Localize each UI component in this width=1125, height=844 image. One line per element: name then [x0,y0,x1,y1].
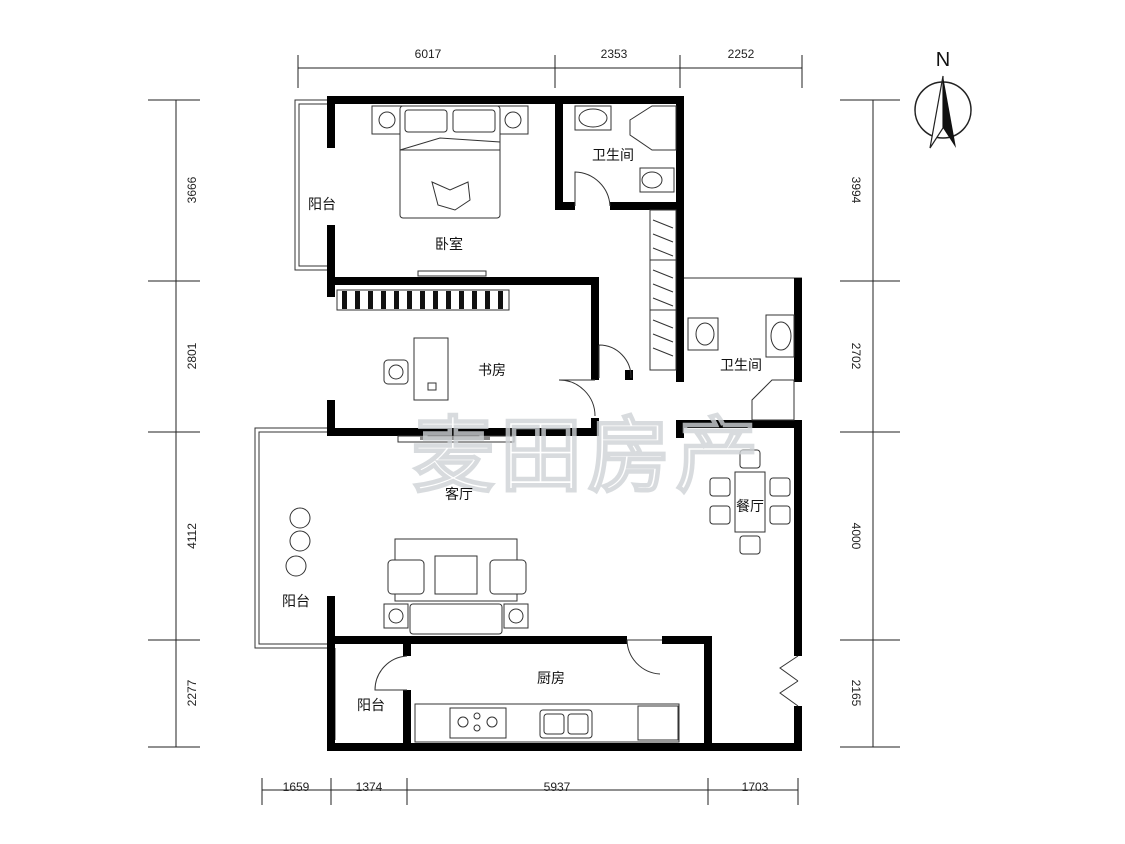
dim-top-3: 2252 [728,47,755,61]
dim-right-3: 4000 [849,523,863,550]
dim-right-1: 3994 [849,177,863,204]
dim-left-3: 4112 [185,523,199,549]
dim-right-4: 2165 [849,680,863,707]
balcony-chairs [285,507,311,577]
room-label-dining: 餐厅 [736,499,764,515]
dim-bottom-3: 5937 [544,780,571,794]
dimension-lines [148,55,900,805]
room-label-living: 客厅 [445,486,473,503]
room-label-bedroom: 卧室 [435,236,463,253]
dim-bottom-4: 1703 [742,780,769,794]
doors [374,171,799,707]
north-arrow-icon [914,75,972,149]
dim-top-1: 6017 [415,47,442,61]
walls [327,96,802,751]
room-label-balcony-top: 阳台 [308,197,336,213]
room-label-balcony-left: 阳台 [282,594,310,610]
dim-left-4: 2277 [185,679,199,706]
dim-top-2: 2353 [601,47,628,61]
room-label-bathroom-1: 卫生间 [592,148,634,164]
dim-right-2: 2702 [849,343,863,370]
dim-left-1: 3666 [185,176,199,203]
bedroom-tv [417,270,487,277]
bathroom-1-fixtures [574,105,677,193]
bathroom-2-fixtures [687,314,795,421]
dim-bottom-1: 1659 [283,780,310,794]
north-label: N [936,49,950,71]
bed [371,105,529,219]
study-desk [383,337,449,401]
living-tv [397,435,515,443]
watermark: 麦田房产 [412,409,764,504]
dining-table [709,449,791,555]
bookshelf [336,289,510,311]
dim-bottom-2: 1374 [356,780,383,794]
room-label-balcony-bottom: 阳台 [357,698,385,714]
room-label-bathroom-2: 卫生间 [720,358,762,374]
closet [649,209,677,371]
room-label-study: 书房 [478,363,506,379]
dim-left-2: 2801 [185,342,199,369]
sofa-set [383,538,529,635]
kitchen-counter [414,703,680,743]
room-label-kitchen: 厨房 [537,671,565,687]
